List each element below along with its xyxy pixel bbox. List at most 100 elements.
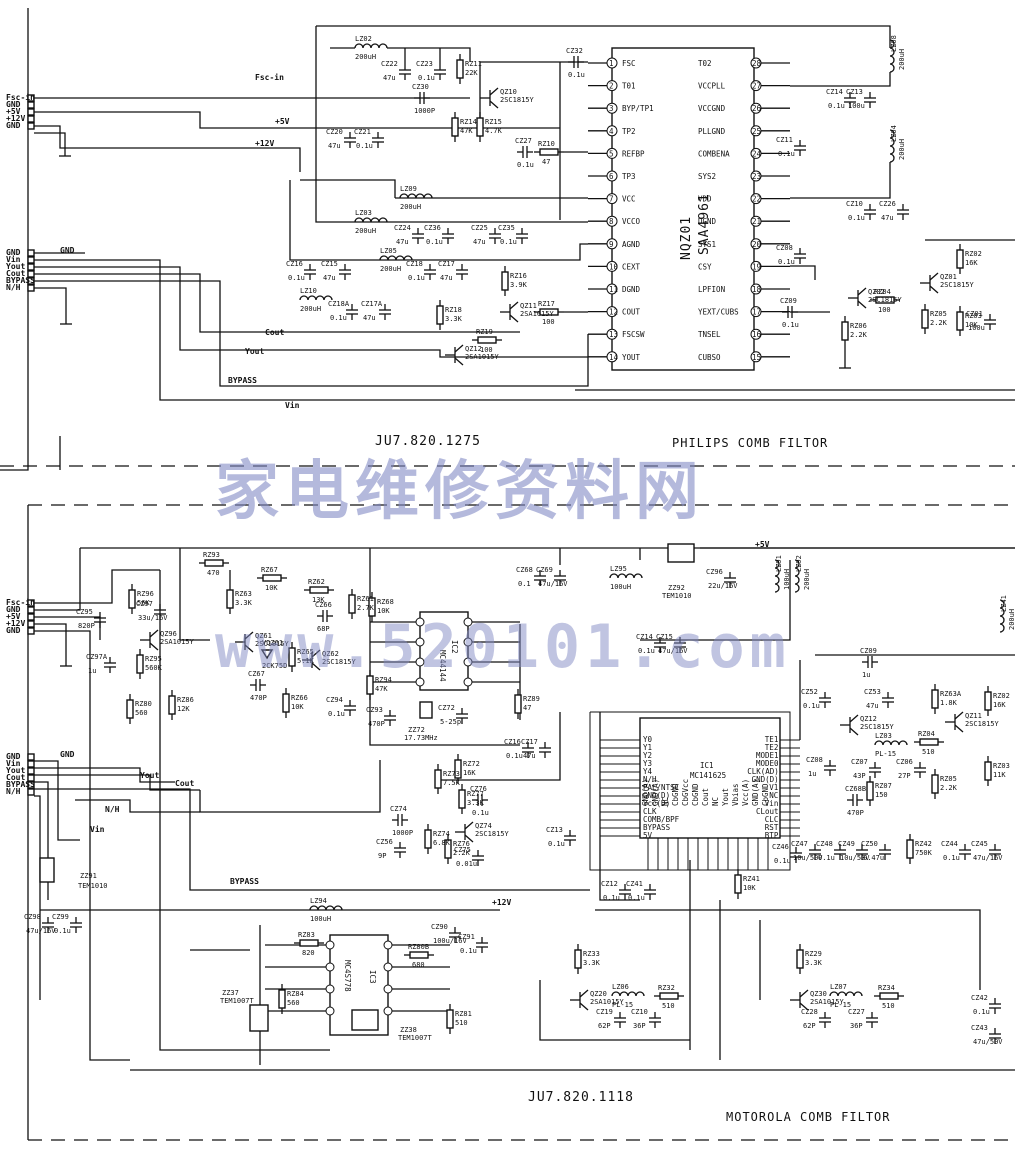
- ic1-pin-name: CbGVcc: [681, 779, 690, 806]
- part-ref: RZ62: [308, 578, 325, 586]
- part-value: 560: [135, 709, 148, 717]
- part-ref: LZ09: [400, 185, 417, 193]
- part-ref: LZ04: [890, 125, 898, 142]
- ic-pin: [750, 125, 762, 137]
- resistor-rz77: [458, 789, 466, 809]
- part-ref: RZ95: [145, 655, 162, 663]
- net-fsc-label: Fsc-in: [255, 72, 284, 82]
- ic-pin: [606, 351, 618, 363]
- wire: [929, 285, 939, 294]
- net-bypass-label: BYPASS: [230, 877, 259, 886]
- ic-pin: [325, 962, 335, 972]
- part-ref: CZ43: [971, 1024, 988, 1032]
- ic-pin-number: 3: [609, 104, 614, 113]
- wire: [311, 662, 321, 671]
- wiring: [0, 8, 1015, 1141]
- ic1-pin-name: V1: [769, 783, 778, 792]
- part-value: 17.73MHz: [404, 734, 438, 742]
- ic-pin: [415, 617, 425, 627]
- ic-pin-name: PLLGND: [698, 127, 726, 136]
- ic-pin-name: FSCSW: [622, 330, 645, 339]
- top-connector-2: [27, 277, 35, 285]
- part-value: 2SA1015Y: [465, 353, 500, 361]
- part-ref: RZ15: [485, 118, 502, 126]
- part-value: 3.3K: [467, 799, 485, 807]
- ic-pin: [750, 328, 762, 340]
- wire: [790, 162, 891, 199]
- wire: [539, 980, 690, 1041]
- part-value: 470P: [847, 809, 864, 817]
- ic-pin: [325, 940, 335, 950]
- part-value: 27P: [898, 772, 911, 780]
- resistor-rz80b: [409, 951, 429, 959]
- connector-label: GND: [6, 605, 21, 614]
- part-ref: QZ12: [860, 715, 877, 723]
- part-value: 820P: [78, 622, 95, 630]
- part-value: 16K: [965, 259, 978, 267]
- part-ref: LZ03: [875, 732, 892, 740]
- bottom-connector-2: [27, 774, 35, 782]
- part-ref: CZ35: [498, 224, 515, 232]
- part-value: 47u: [323, 274, 336, 282]
- part-value: 6.8K: [433, 839, 451, 847]
- wire: [954, 724, 964, 733]
- ic-pin-name: T01: [622, 82, 636, 91]
- top-connector-2: [27, 263, 35, 271]
- ic-pin: [325, 984, 335, 994]
- ic-pin-number: 28: [752, 59, 762, 68]
- part-ref: CZ53: [864, 688, 881, 696]
- ic-pin-number: 8: [609, 217, 614, 226]
- part-value: 10K: [965, 321, 978, 329]
- resistor-rz14: [451, 117, 459, 137]
- wire: [75, 799, 200, 813]
- part-ref: CZ32: [566, 47, 583, 55]
- part-ref: RZ65: [297, 648, 314, 656]
- ic-pin: [383, 1006, 393, 1016]
- wire: [479, 61, 588, 132]
- ic-pin: [606, 80, 618, 92]
- wire: [509, 314, 519, 323]
- connector-label: N/H: [6, 787, 21, 796]
- inductor-lz03: [354, 217, 388, 223]
- part-ref: RZ03: [965, 312, 982, 320]
- inductor-lz06: [611, 991, 645, 997]
- ic-mc44144: [419, 611, 469, 691]
- ic-pin: [750, 57, 762, 69]
- filter-zz92: [667, 543, 695, 563]
- ic-pin-name: COMBENA: [698, 149, 730, 158]
- resistor-rz89: [514, 694, 522, 714]
- ic-pin: [415, 677, 425, 687]
- part-ref: LZ41: [1000, 595, 1008, 612]
- part-ref: LZ94: [310, 897, 327, 905]
- part-ref: RZ34: [878, 984, 895, 992]
- resistor-rz05b: [931, 774, 939, 794]
- top-connector-2: [27, 249, 35, 257]
- ic1-pin-name: Vcc(D): [643, 799, 670, 808]
- part-value: 200uH: [1008, 609, 1015, 630]
- part-ref: CZ68: [516, 566, 533, 574]
- inductor-lz05: [379, 255, 413, 261]
- part-ref: QZ61: [255, 632, 272, 640]
- ic-pin: [383, 962, 393, 972]
- ic-mc141625: [639, 717, 781, 839]
- ic1-pin-name: BYPASS: [643, 823, 671, 832]
- ic-pin-number: 5: [609, 149, 614, 158]
- ic-pin: [606, 328, 618, 340]
- part-ref: RZ42: [915, 840, 932, 848]
- wire: [34, 273, 520, 333]
- part-value: 0.1u: [638, 647, 655, 655]
- part-value: 200uH: [355, 227, 376, 235]
- ic1-pin-name: Yout: [721, 788, 730, 806]
- part-value: 4.7K: [485, 127, 503, 135]
- part-ref: CZ28: [801, 1008, 818, 1016]
- part-value: 2SC1815Y: [868, 296, 903, 304]
- ic-pin-name: VCC: [622, 195, 636, 204]
- net-gnd-label: GND: [60, 246, 75, 255]
- ic-pin: [606, 193, 618, 205]
- part-ref: CZ14: [636, 633, 653, 641]
- ic-saa4961: [611, 47, 755, 371]
- ic-pin-name: AGND: [622, 240, 641, 249]
- ic-pin-name: CSY: [698, 262, 712, 271]
- wire: [857, 300, 867, 309]
- resistor-rz06: [841, 321, 849, 341]
